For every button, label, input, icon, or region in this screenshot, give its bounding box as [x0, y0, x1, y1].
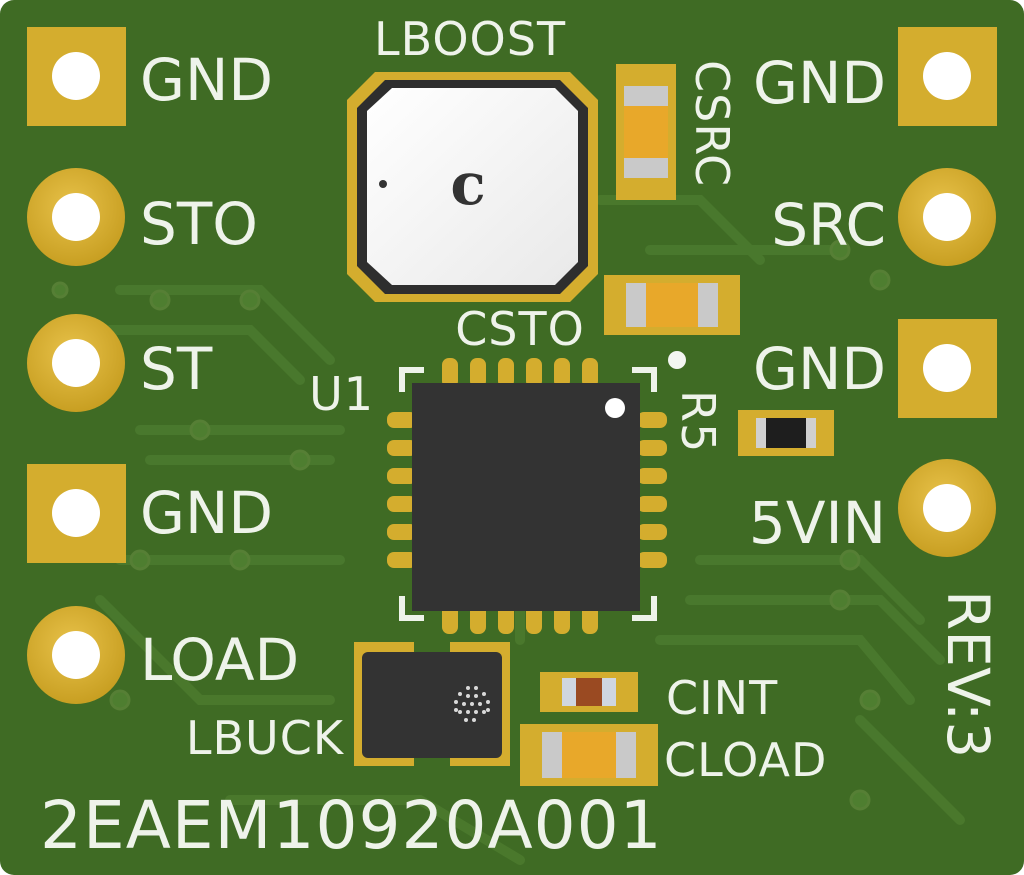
- left-pin-label: LOAD: [140, 626, 299, 694]
- right-pad-2-src: [898, 168, 996, 266]
- cload-capacitor: [520, 724, 658, 786]
- left-pad-4-gnd: [27, 464, 126, 563]
- right-pad-4-5vin: [898, 459, 996, 557]
- fiducial-dot: [668, 351, 686, 369]
- left-pin-label: GND: [140, 46, 273, 114]
- right-pin-label: SRC: [771, 191, 886, 259]
- left-pad-3-st: [27, 314, 125, 412]
- u1-silk-corners: [399, 367, 657, 621]
- right-pin-label: GND: [753, 49, 886, 117]
- cint-ref: CINT: [666, 671, 778, 725]
- u1-pin1-marker: [605, 398, 625, 418]
- left-pin-label: STO: [140, 190, 258, 258]
- cload-ref: CLOAD: [664, 733, 827, 787]
- u1-body: [412, 383, 640, 611]
- right-pin-label: GND: [753, 335, 886, 403]
- left-pad-5-load: [27, 606, 125, 704]
- right-pin-label: 5VIN: [749, 489, 886, 557]
- r5-ref: R5: [671, 390, 725, 453]
- pin1-dot: [379, 180, 387, 188]
- lboost-ref: LBOOST: [374, 12, 566, 66]
- left-pad-1-gnd: [27, 27, 126, 126]
- cint-capacitor: [540, 672, 638, 712]
- r5-resistor: [738, 410, 834, 456]
- csrc-ref: CSRC: [685, 60, 739, 187]
- board-part-number: 2EAEM10920A001: [40, 787, 663, 864]
- right-pad-1-gnd: [898, 27, 997, 126]
- right-pad-3-gnd: [898, 319, 997, 418]
- lboost-marking: c: [450, 150, 485, 218]
- board-revision: REV:3: [934, 590, 1002, 758]
- lboost-inductor: c: [347, 72, 598, 302]
- u1-pads: [387, 358, 667, 634]
- u1-ref: U1: [309, 367, 374, 421]
- lbuck-inductor: [354, 642, 510, 766]
- csto-capacitor: [604, 275, 740, 335]
- vias: [51, 239, 891, 811]
- csto-ref: CSTO: [455, 302, 585, 356]
- left-pin-label: ST: [140, 335, 213, 403]
- left-pad-2-sto: [27, 168, 125, 266]
- left-pin-label: GND: [140, 479, 273, 547]
- csrc-capacitor: [616, 64, 676, 200]
- lbuck-ref: LBUCK: [186, 711, 345, 765]
